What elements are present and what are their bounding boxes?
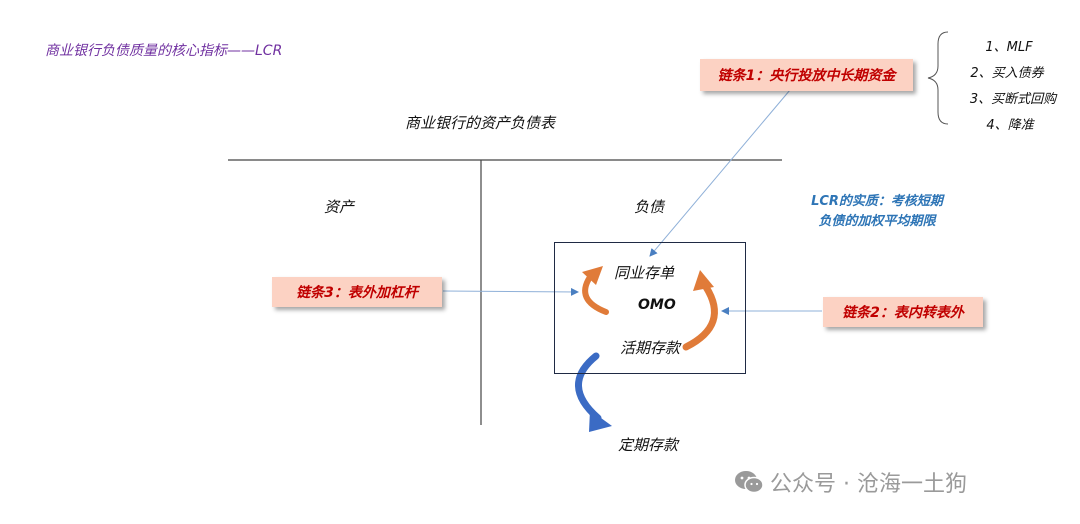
omo-label: OMO <box>638 297 676 313</box>
chain2-box: 链条2：表内转表外 <box>823 297 983 327</box>
blue-arrowhead <box>589 410 612 432</box>
tools-brace <box>927 31 949 125</box>
assets-label: 资产 <box>324 198 355 216</box>
liabilities-label: 负债 <box>634 198 665 216</box>
interbank-cd-label: 同业存单 <box>614 264 675 282</box>
tool-item-2: 2、买入债券 <box>970 66 1044 81</box>
right-orange-curve-arrow <box>682 283 718 351</box>
chain3-box: 链条3：表外加杠杆 <box>272 277 442 307</box>
lcr-note-line2: 负债的加权平均期限 <box>818 214 936 229</box>
balance-sheet-title: 商业银行的资产负债表 <box>405 114 556 132</box>
left-orange-curve-arrow <box>582 274 609 315</box>
watermark-text: 公众号 · 沧海一土狗 <box>770 472 967 497</box>
watermark: 公众号 · 沧海一土狗 <box>734 466 967 498</box>
chain1-arrow <box>649 89 791 257</box>
right-orange-arrowhead <box>693 270 714 291</box>
chain1-box: 链条1：央行投放中长期资金 <box>700 59 913 91</box>
tool-item-1: 1、MLF <box>985 40 1033 55</box>
page-title: 商业银行负债质量的核心指标——LCR <box>45 43 283 59</box>
left-orange-arrowhead <box>582 266 603 285</box>
lcr-note-line1: LCR的实质：考核短期 <box>811 194 943 209</box>
tool-item-3: 3、买断式回购 <box>969 92 1057 107</box>
short-term-liabilities-box <box>554 242 746 374</box>
time-deposit-label: 定期存款 <box>618 436 679 454</box>
demand-deposit-label: 活期存款 <box>620 339 681 357</box>
lcr-note: LCR的实质：考核短期 负债的加权平均期限 <box>792 192 962 232</box>
chain3-arrow <box>442 287 579 296</box>
wechat-icon <box>735 471 764 494</box>
tool-item-4: 4、降准 <box>986 118 1034 133</box>
